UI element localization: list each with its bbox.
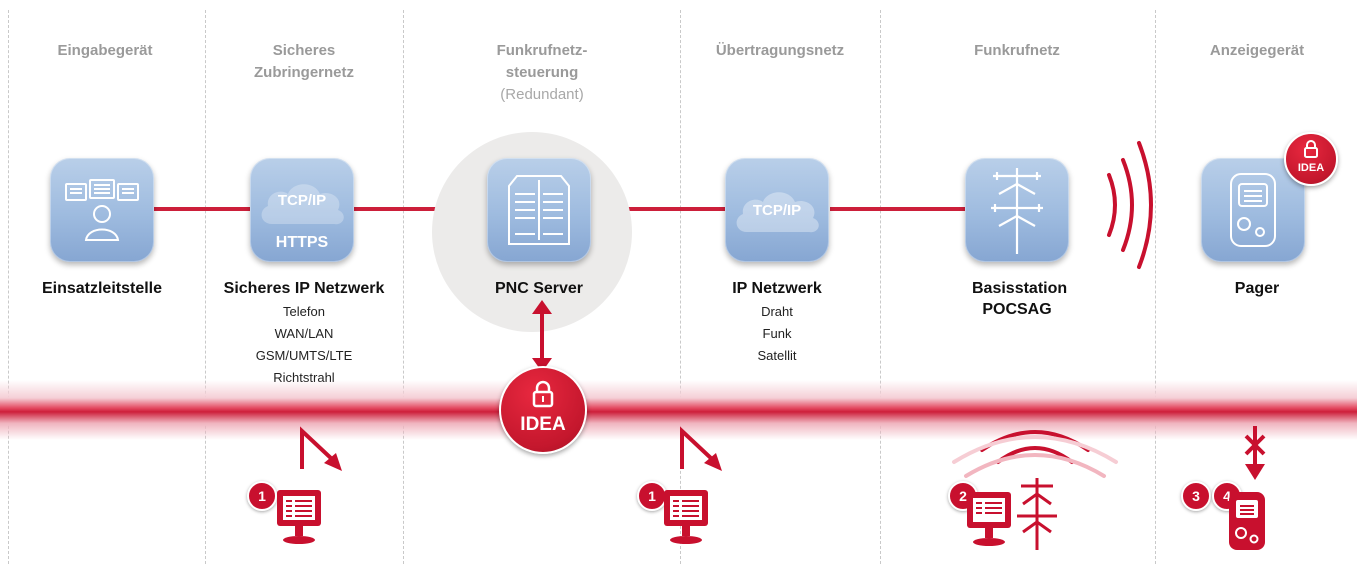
column-subtitle: (Redundant)	[500, 86, 584, 103]
node-title: IP Netzwerk	[732, 280, 822, 297]
node-base-station	[965, 158, 1069, 262]
antenna-icon	[991, 168, 1043, 254]
monitor-icon	[277, 490, 321, 544]
bidirectional-arrow-icon	[532, 300, 552, 372]
connection-line	[150, 207, 255, 211]
column-divider	[205, 10, 206, 564]
lock-icon	[532, 380, 554, 408]
node-detail: GSM/UMTS/LTE	[255, 348, 353, 363]
column-header-paging-network: Funkrufnetz	[922, 40, 1112, 62]
column-title: Sicheres Zubringernetz	[254, 42, 354, 81]
column-header-input-device: Eingabegerät	[10, 40, 200, 62]
column-header-paging-control: Funkrufnetz-steuerung (Redundant)	[447, 40, 637, 106]
monitor-antenna-icon	[967, 478, 1057, 550]
connection-line	[350, 207, 490, 211]
monitor-icon	[664, 490, 708, 544]
node-title: Einsatzleitstelle	[41, 280, 163, 297]
column-header-display-device: Anzeigegerät	[1162, 40, 1352, 62]
cloud-label-top: TCP/IP	[277, 192, 327, 209]
pager-icon	[1229, 492, 1265, 550]
pager-icon	[1230, 173, 1276, 247]
column-divider	[8, 10, 9, 564]
node-pnc-server	[487, 158, 591, 262]
blocked-arrow-icon	[1244, 426, 1266, 480]
node-detail: Funk	[762, 326, 792, 341]
server-icon	[508, 175, 570, 245]
column-divider	[403, 10, 404, 564]
node-title: Sicheres IP Netzwerk	[223, 280, 385, 297]
idea-label: IDEA	[1297, 162, 1325, 174]
radio-waves-icon	[952, 430, 1118, 478]
node-ip-network: TCP/IP	[725, 158, 829, 262]
interception-arrow-icon	[300, 426, 342, 471]
column-title: Funkrufnetz-steuerung	[496, 42, 588, 81]
column-header-transmission: Übertragungsnetz	[685, 40, 875, 62]
cloud-icon	[261, 184, 344, 225]
lock-icon	[1304, 140, 1318, 158]
cloud-icon	[736, 192, 819, 233]
node-detail: WAN/LAN	[274, 326, 334, 341]
column-title: Anzeigegerät	[1209, 42, 1305, 59]
interception-arrow-icon	[680, 426, 722, 471]
idea-badge-small: IDEA	[1284, 132, 1338, 186]
idea-badge: IDEA	[499, 366, 587, 454]
node-detail: Telefon	[283, 304, 325, 319]
connection-line	[590, 207, 730, 211]
node-secure-ip-network: TCP/IP HTTPS	[250, 158, 354, 262]
cloud-label-top: TCP/IP	[752, 202, 802, 219]
node-title: Basisstation POCSAG	[972, 280, 1068, 318]
connection-line	[830, 207, 970, 211]
node-dispatch-center	[50, 158, 154, 262]
threat-number: 3	[1181, 481, 1211, 511]
column-divider	[1155, 10, 1156, 564]
column-title: Eingabegerät	[57, 42, 153, 59]
dispatch-operator-icon	[65, 179, 139, 241]
threat-number: 1	[247, 481, 277, 511]
cloud-label-bottom: HTTPS	[275, 234, 329, 251]
radio-waves-icon	[1107, 141, 1153, 269]
threat-number: 1	[637, 481, 667, 511]
node-pager	[1201, 158, 1305, 262]
node-detail: Satellit	[757, 348, 797, 363]
column-divider	[680, 10, 681, 564]
idea-label: IDEA	[520, 414, 566, 435]
node-detail: Draht	[761, 304, 793, 319]
node-title: PNC Server	[494, 280, 584, 297]
security-band	[0, 380, 1357, 440]
node-title: Pager	[1234, 280, 1280, 297]
column-title: Übertragungsnetz	[715, 42, 845, 59]
column-title: Funkrufnetz	[974, 42, 1060, 59]
column-header-secure-feeder: Sicheres Zubringernetz	[209, 40, 399, 84]
column-divider	[880, 10, 881, 564]
